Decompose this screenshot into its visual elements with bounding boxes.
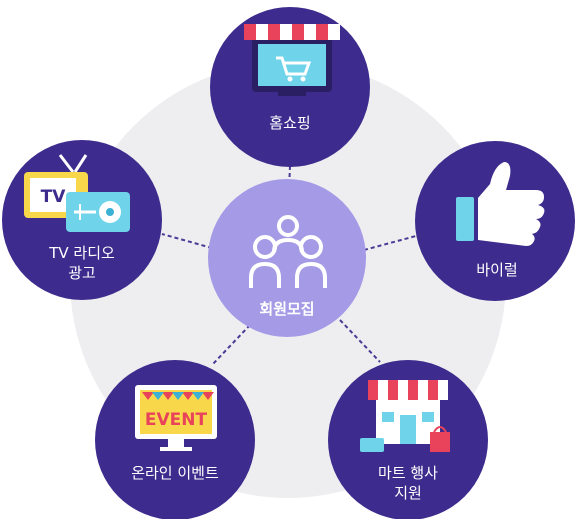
- node-online-event: EVENT 온라인 이벤트: [95, 360, 255, 519]
- node-label: 바이럴: [476, 261, 517, 279]
- node-label: 홈쇼핑: [269, 114, 310, 132]
- connector-tv-radio: [161, 233, 213, 249]
- node-label: 온라인 이벤트: [131, 464, 219, 482]
- store-icon: [360, 380, 450, 452]
- node-label-line-2: 지원: [394, 484, 422, 502]
- node-label-line-2: 광고: [68, 264, 96, 282]
- thumbs-up-icon: [456, 162, 545, 246]
- shop-monitor-icon: [244, 24, 340, 96]
- node-label-line-1: TV 라디오: [48, 244, 115, 262]
- node-tv-radio: TV TV 라디오 광고: [2, 140, 162, 300]
- node-home-shopping: 홈쇼핑: [210, 7, 370, 167]
- tv-radio-icon: TV: [24, 154, 130, 232]
- node-mart-event: 마트 행사 지원: [328, 360, 488, 519]
- tv-icon-text: TV: [41, 187, 67, 207]
- node-label-line-1: 마트 행사: [378, 464, 438, 482]
- node-viral: 바이럴: [415, 141, 575, 301]
- connector-viral: [363, 235, 417, 251]
- event-monitor-icon: EVENT: [135, 385, 217, 451]
- connector-online-event: [211, 324, 251, 366]
- center-node: 회원모집: [208, 179, 366, 337]
- people-group-icon: [249, 215, 327, 288]
- event-icon-text: EVENT: [145, 410, 208, 430]
- center-label: 회원모집: [259, 300, 314, 318]
- connector-mart-event: [339, 319, 381, 363]
